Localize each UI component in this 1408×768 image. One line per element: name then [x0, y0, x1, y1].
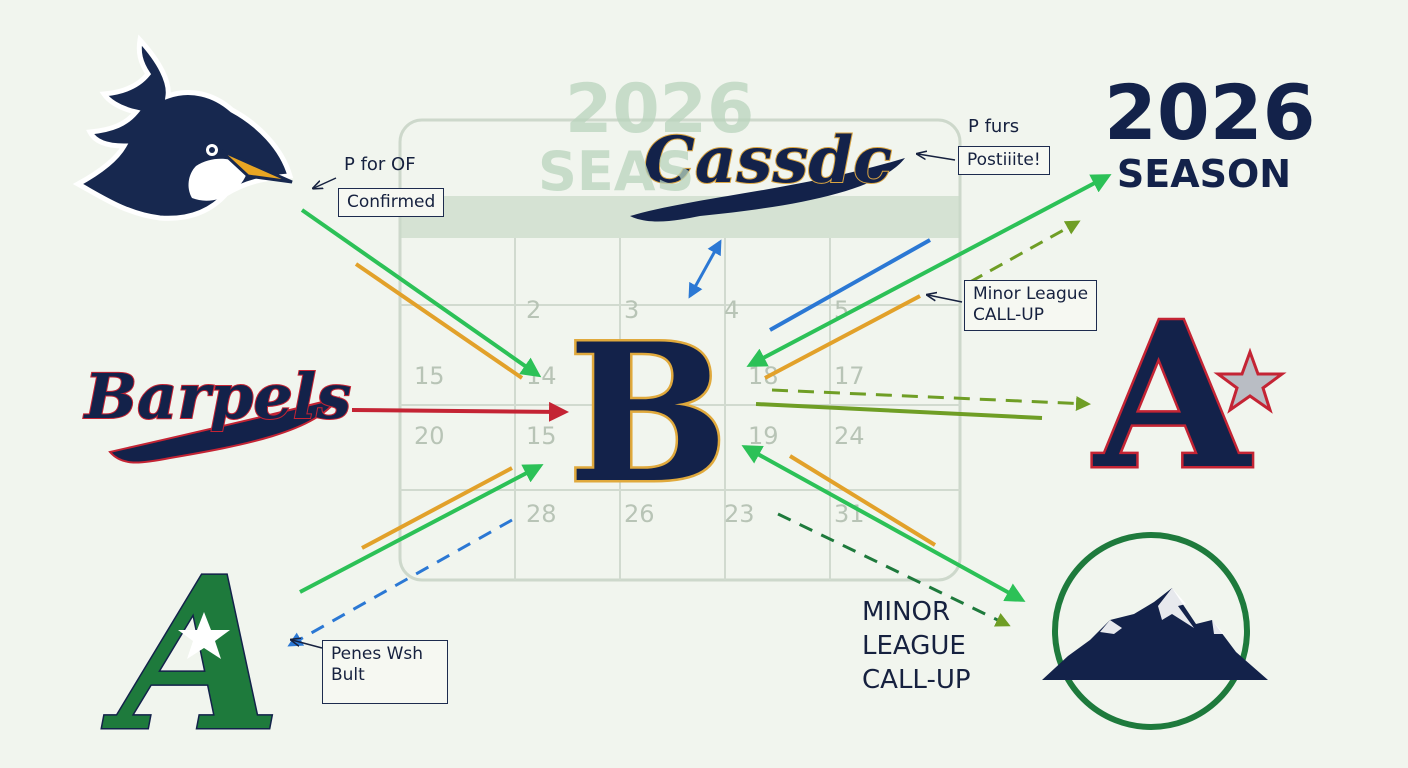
calendar-day: 26 — [624, 500, 655, 528]
line-orange-upper-right — [764, 294, 921, 380]
pointer-p-furs — [918, 154, 956, 161]
green-a-logo-icon[interactable]: A — [100, 530, 283, 768]
trade-arrows — [287, 154, 1112, 649]
a-star-letter: A — [1092, 279, 1252, 514]
arrow-barpels-to-b — [351, 401, 569, 422]
ghost-season: SEAS — [538, 140, 695, 203]
white-star-icon — [178, 612, 230, 659]
calendar-day: 14 — [526, 362, 557, 390]
arrow-b-to-mountain — [741, 445, 1026, 602]
note-penes-line1: Penes Wsh — [331, 644, 424, 664]
season-year: 2026 — [1104, 68, 1316, 157]
barpels-logo[interactable]: Barpels — [82, 359, 352, 464]
star-icon — [1213, 347, 1287, 414]
calendar-day: 15 — [526, 422, 557, 450]
green-a-letter: A — [102, 531, 282, 768]
barpels-wordmark: Barpels — [83, 360, 352, 433]
b-logo-icon[interactable]: B — [565, 300, 731, 528]
a-star-logo-icon[interactable]: A — [1090, 277, 1287, 517]
note-minor-league-box-line2: CALL-UP — [973, 305, 1044, 326]
note-penes: Penes Wsh Bult — [322, 640, 448, 704]
bluejay-logo-icon[interactable] — [72, 34, 294, 221]
cassdc-logo[interactable]: Cassdc — [630, 122, 905, 222]
note-minor-league-big-line2: LEAGUE — [862, 630, 966, 661]
pointer-p-for-of — [314, 177, 337, 188]
calendar-day: 18 — [748, 362, 779, 390]
note-minor-league-box: Minor League CALL-UP — [964, 280, 1098, 331]
arrow-green-a-to-b — [299, 464, 544, 594]
arrow-b-to-season — [746, 174, 1112, 367]
note-minor-league-big-line3: CALL-UP — [862, 664, 971, 695]
mountain-logo-icon[interactable] — [1042, 532, 1268, 730]
calendar-day: 2 — [526, 296, 541, 324]
line-orange-lower-right — [788, 454, 937, 547]
cassdc-wordmark: Cassdc — [644, 123, 892, 198]
calendar-day: 3 — [624, 296, 639, 324]
line-orange-upper-left — [354, 262, 524, 380]
note-minor-league-big: MINOR LEAGUE CALL-UP — [862, 596, 971, 697]
arrow-olive-dashed-to-a — [771, 388, 1091, 411]
calendar-day: 24 — [834, 422, 865, 450]
note-p-for-of-label: P for OF — [344, 154, 416, 175]
pointer-penes — [292, 640, 323, 649]
calendar-day: 28 — [526, 500, 557, 528]
line-blue-upper-right — [769, 238, 931, 332]
note-p-furs-label: P furs — [968, 116, 1020, 137]
pointer-minor-league-box — [928, 295, 963, 303]
note-confirmed: Confirmed — [338, 188, 445, 218]
ghost-year: 2026 — [565, 70, 755, 149]
arrow-olive-dashed-to-season — [969, 220, 1081, 284]
arrow-blue-dashed-to-green-a — [287, 518, 513, 647]
calendar-day: 20 — [414, 422, 445, 450]
arrow-bluejay-to-b — [300, 208, 542, 378]
arrow-green-dashed-to-mountain — [777, 512, 1011, 627]
b-logo-letter: B — [568, 302, 729, 525]
note-minor-league-big-line1: MINOR — [862, 597, 951, 627]
calendar-day: 19 — [748, 422, 779, 450]
calendar-day: 23 — [724, 500, 755, 528]
note-postiiite: Postiiite! — [958, 146, 1050, 176]
arrow-b-cassdc-double — [688, 239, 722, 299]
calendar-day: 4 — [724, 296, 739, 324]
line-orange-lower-left — [361, 466, 513, 550]
calendar-day: 15 — [414, 362, 445, 390]
note-penes-line2: Bult — [331, 665, 365, 686]
season-word: SEASON — [1116, 152, 1292, 196]
calendar-day: 17 — [834, 362, 865, 390]
line-olive-solid-right — [755, 402, 1043, 420]
note-minor-league-box-line1: Minor League — [973, 284, 1089, 304]
